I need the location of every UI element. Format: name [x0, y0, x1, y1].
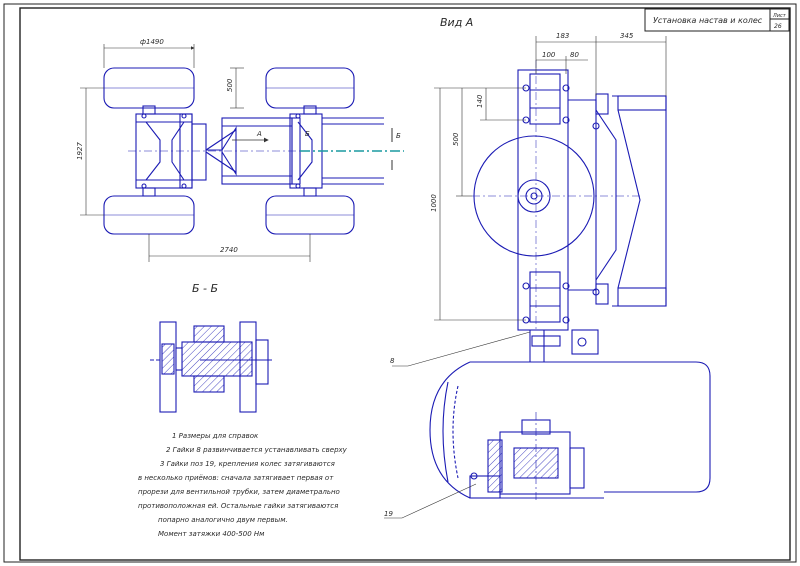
note-line-8: Момент затяжки 400-500 Нм	[158, 530, 265, 538]
dim-140: 140	[476, 94, 484, 108]
callout-19: 19	[384, 510, 393, 518]
dim-500-right: 500	[452, 132, 460, 146]
dim-d1490: ф1490	[140, 38, 164, 46]
section-bb	[150, 321, 272, 413]
note-line-3: 3 Гайки поз 19, крепления колес затягива…	[160, 460, 335, 468]
view-a	[429, 69, 711, 500]
dim-500-top: 500	[226, 78, 234, 92]
cut-label-b2: Б	[305, 130, 310, 138]
dim-100: 100	[542, 51, 556, 59]
dim-183: 183	[556, 32, 569, 40]
tire-section	[470, 361, 711, 493]
dim-1927: 1927	[76, 142, 84, 160]
dim-1000: 1000	[430, 194, 438, 212]
note-line-1: 1 Размеры для справок	[172, 432, 259, 440]
sheet-number: 26	[774, 23, 782, 30]
plan-view	[103, 67, 384, 235]
callout-8: 8	[390, 357, 395, 365]
inner-frame	[19, 7, 791, 561]
note-line-6: противоположная ей. Остальные гайки затя…	[138, 502, 338, 510]
note-line-2: 2 Гайки 8 развинчивается устанавливать с…	[166, 446, 348, 454]
section-bb-title: Б - Б	[192, 282, 218, 295]
cut-label-b: Б	[396, 132, 401, 140]
outer-border	[3, 3, 797, 563]
dim-80: 80	[570, 51, 579, 59]
sheet-label: Лист	[772, 13, 787, 19]
dim-2740: 2740	[220, 246, 238, 254]
title-block: Установка настав и колес Лист 26	[644, 8, 790, 32]
notes-block: 1 Размеры для справок 2 Гайки 8 развинчи…	[138, 432, 348, 538]
note-line-5: прорези для вентильной трубки, затем диа…	[138, 488, 340, 496]
leader-8	[392, 331, 531, 367]
note-line-4: в несколько приёмов: сначала затягивает …	[138, 474, 334, 482]
view-a-title: Вид А	[440, 16, 473, 29]
note-line-7: попарно аналогично двум первым.	[158, 516, 288, 524]
arrow-a-label: А	[256, 130, 262, 138]
leader-19	[384, 483, 477, 519]
title-text: Установка настав и колес	[653, 16, 763, 25]
rim-block	[612, 95, 667, 307]
dim-345: 345	[620, 32, 634, 40]
